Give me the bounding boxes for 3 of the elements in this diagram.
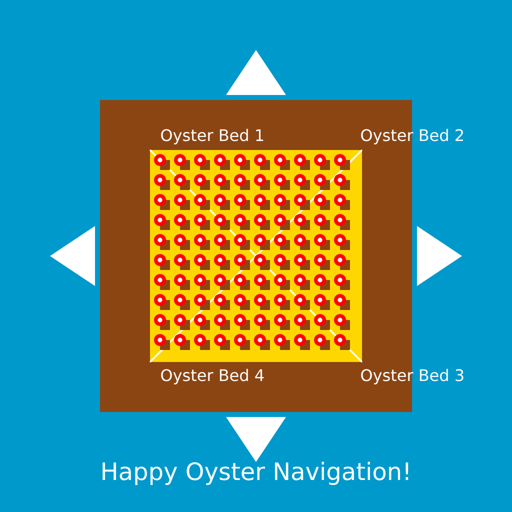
- title: Happy Oyster Navigation!: [102, 462, 408, 485]
- bed-label: Oyster Bed 1: [161, 128, 264, 144]
- bed-label: Oyster Bed 4: [161, 368, 264, 384]
